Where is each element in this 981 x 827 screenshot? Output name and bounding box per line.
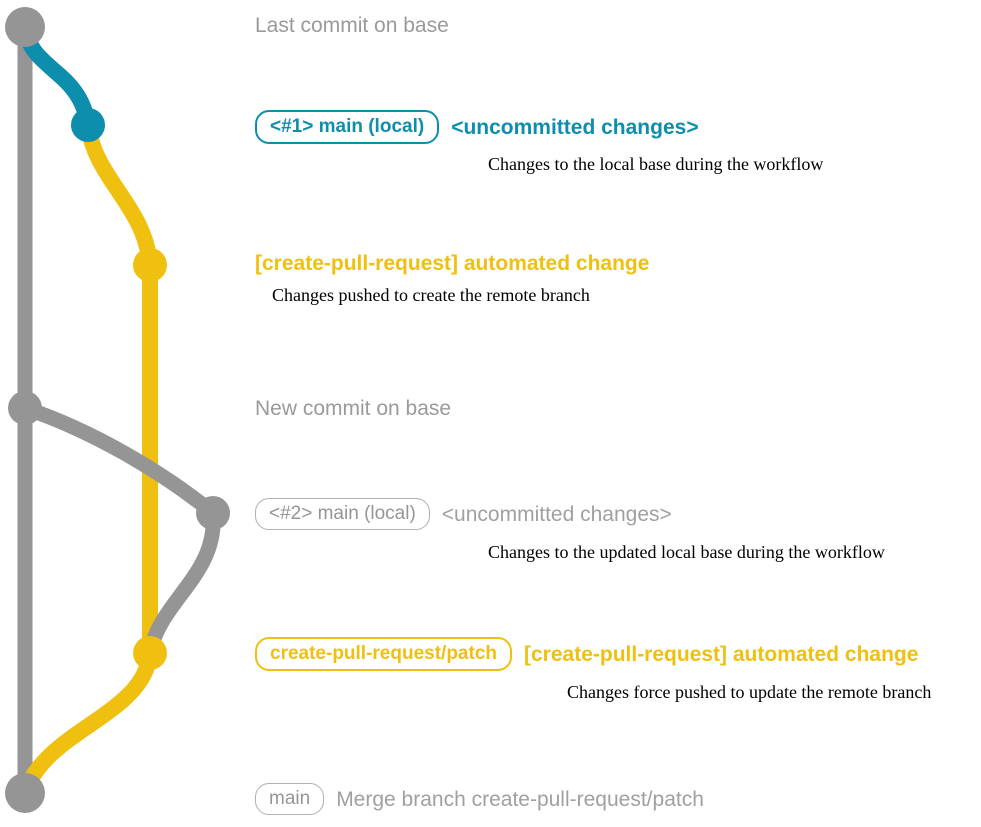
commit-subject: <uncommitted changes>: [441, 502, 672, 526]
branch-badge-local-main-2[interactable]: <#2> main (local): [255, 498, 430, 530]
base-commit-top-node: [5, 7, 45, 47]
commit-row-automated-change-2: create-pull-request/patch [create-pull-r…: [255, 637, 931, 701]
local-to-patch-2-line: [142, 505, 221, 661]
branch-badge-main[interactable]: main: [255, 783, 325, 815]
commit-subject: [create-pull-request] automated change: [524, 642, 919, 666]
branch-badge-create-pull-request-patch[interactable]: create-pull-request/patch: [255, 637, 512, 671]
merge-commit-node: [5, 773, 45, 813]
branch-badge-local-main-1[interactable]: <#1> main (local): [255, 110, 440, 144]
row-head: create-pull-request/patch [create-pull-r…: [255, 637, 931, 671]
row-head: New commit on base: [255, 398, 451, 419]
commit-subject: <uncommitted changes>: [451, 115, 699, 139]
patch-commit-2-node: [133, 636, 167, 670]
commit-description: Changes to the updated local base during…: [488, 542, 885, 562]
row-head: <#1> main (local) <uncommitted changes>: [255, 110, 823, 144]
commit-description: Changes pushed to create the remote bran…: [272, 285, 590, 305]
row-head: main Merge branch create-pull-request/pa…: [255, 783, 704, 815]
row-head: <#2> main (local) <uncommitted changes>: [255, 498, 885, 530]
row-head: [create-pull-request] automated change: [255, 253, 649, 274]
local-branch-2-line: [17, 400, 221, 521]
commit-row-new-commit-on-base: New commit on base: [255, 398, 451, 419]
commit-row-automated-change-1: [create-pull-request] automated change C…: [255, 253, 649, 304]
patch-merge-line: [17, 645, 158, 801]
commit-description: Changes force pushed to update the remot…: [567, 682, 932, 702]
commit-subject: Merge branch create-pull-request/patch: [336, 787, 704, 811]
base-commit-new-node: [8, 391, 42, 425]
commit-subject: Last commit on base: [255, 14, 449, 37]
commit-row-merge-commit: main Merge branch create-pull-request/pa…: [255, 783, 704, 815]
commit-row-local-main-1: <#1> main (local) <uncommitted changes> …: [255, 110, 823, 173]
row-head: Last commit on base: [255, 15, 449, 36]
commit-row-local-main-2: <#2> main (local) <uncommitted changes> …: [255, 498, 885, 561]
commit-description: Changes to the local base during the wor…: [488, 154, 824, 174]
commit-row-last-commit-on-base: Last commit on base: [255, 15, 449, 36]
local-commit-1-node: [71, 108, 105, 142]
commit-subject: New commit on base: [255, 397, 452, 420]
patch-commit-1-node: [133, 248, 167, 282]
local-commit-2-node: [196, 496, 230, 530]
commit-subject: [create-pull-request] automated change: [255, 252, 650, 275]
